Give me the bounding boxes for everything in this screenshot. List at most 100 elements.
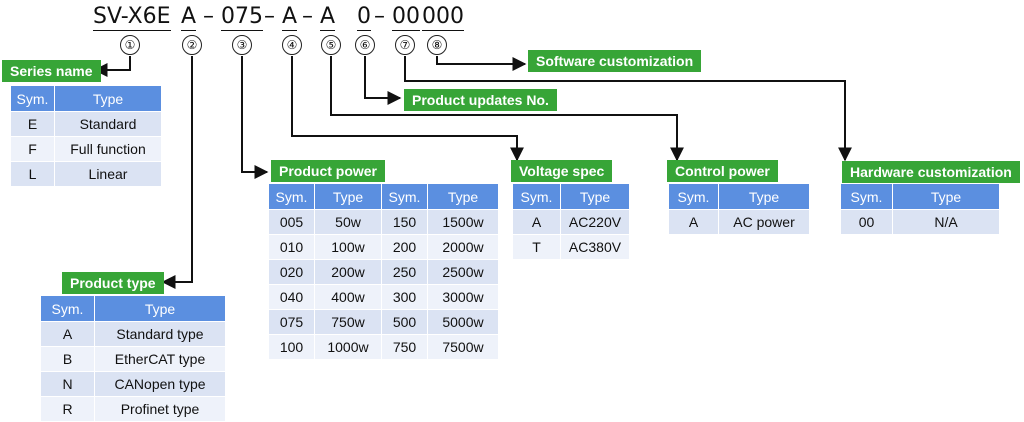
table-cell: 075 (268, 309, 315, 335)
segment-product-type: A (181, 4, 197, 31)
connector-hardware (404, 56, 852, 162)
position-3: ③ (232, 35, 252, 55)
column-header: Sym. (512, 183, 561, 210)
table-cell: 005 (268, 209, 315, 235)
segment-updates: 0 (357, 4, 371, 31)
table-cell: CANopen type (94, 371, 226, 397)
table-cell: 300 (381, 284, 428, 310)
label-series-name: Series name (2, 60, 101, 82)
column-header: Sym. (381, 183, 428, 210)
table-cell: Full function (54, 136, 162, 162)
column-header: Sym. (840, 183, 893, 210)
column-header: Type (427, 183, 499, 210)
table-cell: 5000w (427, 309, 499, 335)
table-cell: 250 (381, 259, 428, 285)
connector-product-type (161, 56, 193, 289)
table-cell: 2500w (427, 259, 499, 285)
table-cell: 00 (840, 209, 893, 235)
table-cell: 1000w (314, 334, 382, 360)
position-6: ⑥ (355, 35, 375, 55)
connector-updates (364, 56, 402, 105)
table-cell: 040 (268, 284, 315, 310)
table-cell: L (10, 161, 55, 187)
table-cell: Profinet type (94, 396, 226, 422)
column-header: Type (718, 183, 810, 210)
table-cell: T (512, 234, 561, 260)
label-product-type: Product type (62, 272, 164, 294)
table-cell: 100 (268, 334, 315, 360)
table-header-row: Sym.Type (840, 183, 1000, 210)
connector-power (241, 56, 269, 179)
table-cell: 150 (381, 209, 428, 235)
separator: – (264, 4, 275, 29)
separator: – (203, 4, 214, 29)
column-header: Type (54, 85, 162, 112)
column-header: Sym. (668, 183, 719, 210)
position-7: ⑦ (395, 35, 415, 55)
label-product-updates: Product updates No. (404, 89, 557, 111)
position-2: ② (182, 35, 202, 55)
table-header-row: Sym.Type (10, 85, 162, 112)
position-4: ④ (282, 35, 302, 55)
table-header-row: Sym.Type (40, 295, 226, 322)
table-cell: 2000w (427, 234, 499, 260)
table-cell: 100w (314, 234, 382, 260)
table-cell: 50w (314, 209, 382, 235)
table-cell: Standard (54, 111, 162, 137)
table-cell: 400w (314, 284, 382, 310)
column-header: Type (560, 183, 630, 210)
table-cell: 750w (314, 309, 382, 335)
table-cell: 1500w (427, 209, 499, 235)
position-5: ⑤ (321, 35, 341, 55)
segment-voltage: A (282, 4, 298, 31)
table-cell: R (40, 396, 95, 422)
column-header: Sym. (268, 183, 315, 210)
label-product-power: Product power (271, 160, 386, 182)
segment-power: 075 (221, 4, 263, 31)
table-cell: Standard type (94, 321, 226, 347)
table-cell: 500 (381, 309, 428, 335)
connector-control (330, 56, 684, 162)
table-cell: N (40, 371, 95, 397)
table-cell: A (512, 209, 561, 235)
table-cell: 3000w (427, 284, 499, 310)
label-software-customization: Software customization (528, 50, 702, 72)
table-cell: AC power (718, 209, 810, 235)
table-header-row: Sym.Type (668, 183, 810, 210)
label-hardware-customization: Hardware customization (842, 161, 1020, 183)
table-cell: 020 (268, 259, 315, 285)
segment-hardware: 00 (392, 4, 420, 31)
label-voltage-spec: Voltage spec (511, 160, 613, 182)
table-cell: A (40, 321, 95, 347)
position-1: ① (120, 35, 140, 55)
segment-control: A (320, 4, 336, 31)
table-cell: AC380V (560, 234, 630, 260)
table-cell: 750 (381, 334, 428, 360)
separator: – (302, 4, 313, 29)
column-header: Type (94, 295, 226, 322)
position-8: ⑧ (427, 35, 447, 55)
table-cell: 7500w (427, 334, 499, 360)
connector-series (93, 56, 131, 77)
segment-series: SV-X6E (93, 4, 171, 31)
table-cell: 200w (314, 259, 382, 285)
